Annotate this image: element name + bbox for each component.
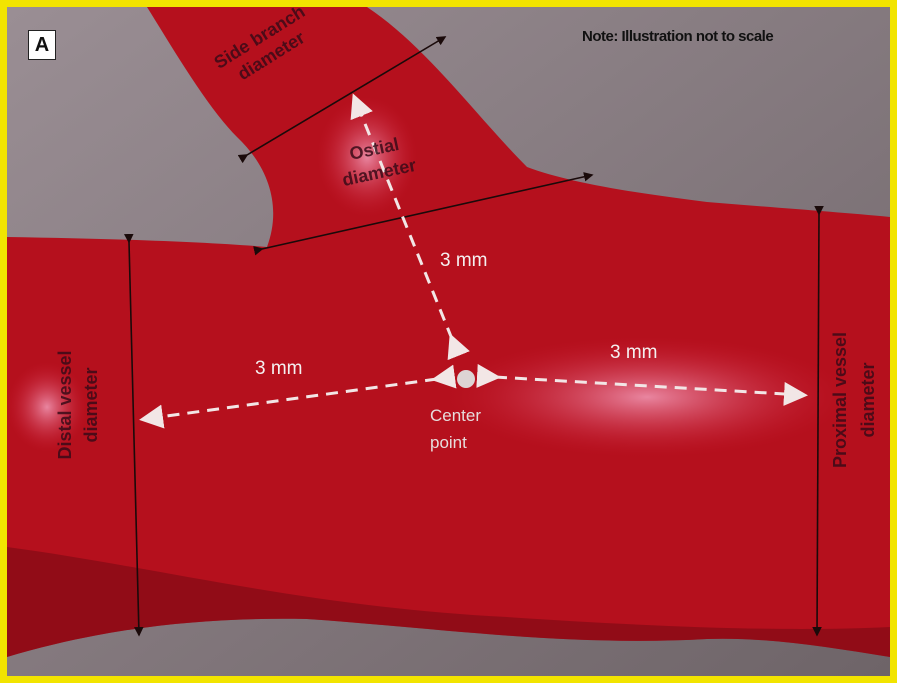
center-point-label-line2: point xyxy=(430,429,481,456)
center-point-label-line1: Center xyxy=(430,402,481,429)
center-point-dot xyxy=(457,370,475,388)
distance-left-label: 3 mm xyxy=(255,358,303,380)
proximal-label-line1: Proximal vessel xyxy=(826,285,854,515)
proximal-label-line2: diameter xyxy=(854,285,882,515)
distal-label-line1: Distal vessel xyxy=(52,310,78,500)
center-point-label: Center point xyxy=(430,402,481,456)
distance-right-label: 3 mm xyxy=(610,342,658,364)
scale-note: Note: Illustration not to scale xyxy=(582,28,773,45)
vessel-illustration xyxy=(7,7,890,676)
panel-label: A xyxy=(28,30,56,60)
distance-up-label: 3 mm xyxy=(440,250,488,272)
distal-label: Distal vessel diameter xyxy=(52,310,104,500)
vessel-photo xyxy=(7,7,890,676)
distal-label-line2: diameter xyxy=(78,310,104,500)
proximal-label: Proximal vessel diameter xyxy=(826,285,882,515)
